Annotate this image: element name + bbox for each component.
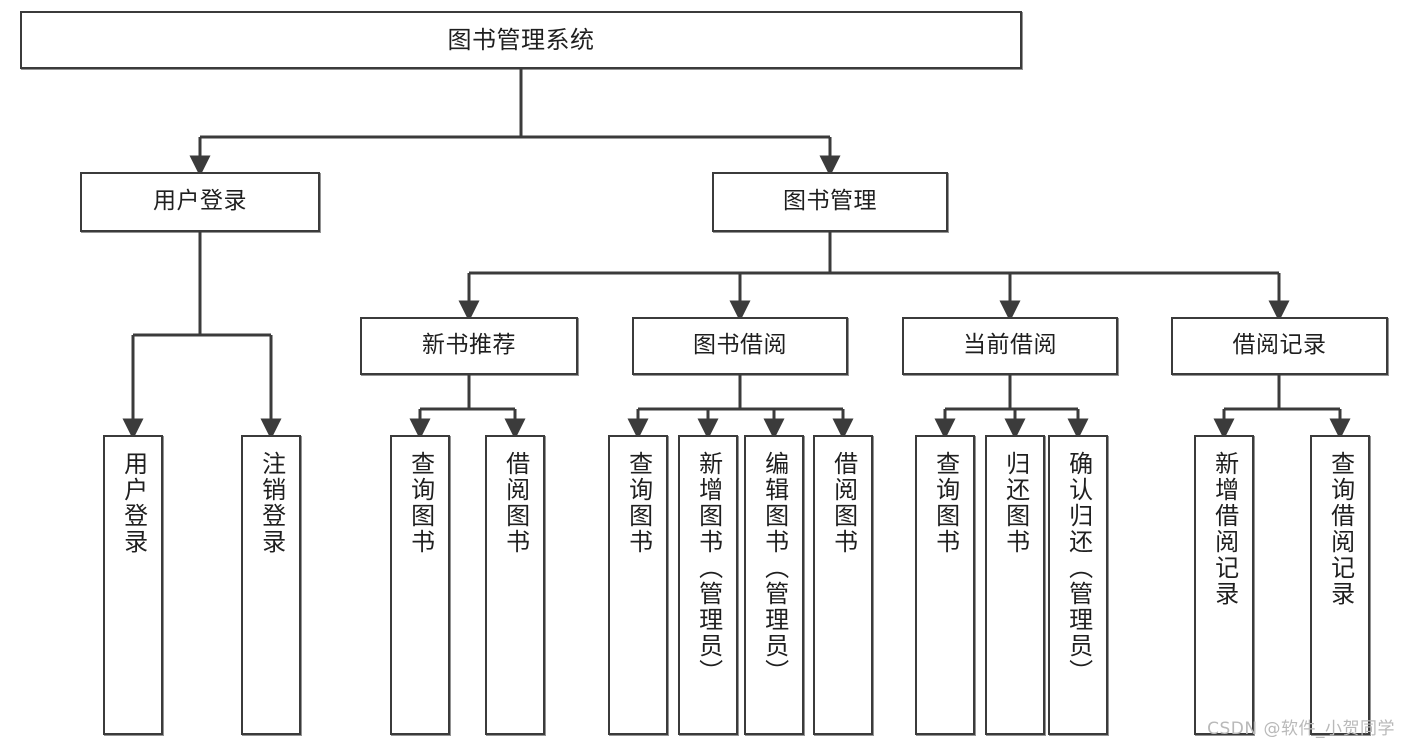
leaf-confirm-return-admin[interactable]: 确认归还（管理员） [1048,435,1108,735]
node-book-management-label: 图书管理 [783,188,877,215]
node-book-management[interactable]: 图书管理 [712,172,948,232]
leaf-return-book[interactable]: 归还图书 [985,435,1045,735]
node-root[interactable]: 图书管理系统 [20,11,1022,69]
node-current-borrow-label: 当前借阅 [963,332,1057,359]
leaf-query-book-current[interactable]: 查询图书 [915,435,975,735]
leaf-user-login-label: 用户登录 [119,451,148,555]
leaf-query-book-recommend-label: 查询图书 [406,451,435,555]
leaf-edit-book-admin-label: 编辑图书（管理员） [760,451,789,685]
leaf-return-book-label: 归还图书 [1001,451,1030,555]
node-new-book-recommend[interactable]: 新书推荐 [360,317,578,375]
leaf-add-borrow-record-label: 新增借阅记录 [1210,451,1239,607]
node-user-login[interactable]: 用户登录 [80,172,320,232]
leaf-query-borrow-record[interactable]: 查询借阅记录 [1310,435,1370,735]
leaf-add-book-admin-label: 新增图书（管理员） [694,451,723,685]
leaf-query-book-label: 查询图书 [624,451,653,555]
leaf-borrow-book-label: 借阅图书 [829,451,858,555]
node-root-label: 图书管理系统 [447,25,595,54]
leaf-add-borrow-record[interactable]: 新增借阅记录 [1194,435,1254,735]
node-borrow-record[interactable]: 借阅记录 [1171,317,1388,375]
watermark-text: CSDN @软件_小贺同学 [1207,719,1395,739]
leaf-add-book-admin[interactable]: 新增图书（管理员） [678,435,738,735]
leaf-logout[interactable]: 注销登录 [241,435,301,735]
leaf-confirm-return-admin-label: 确认归还（管理员） [1064,451,1093,685]
leaf-user-login[interactable]: 用户登录 [103,435,163,735]
leaf-edit-book-admin[interactable]: 编辑图书（管理员） [744,435,804,735]
leaf-query-borrow-record-label: 查询借阅记录 [1326,451,1355,607]
node-new-book-recommend-label: 新书推荐 [422,332,516,359]
leaf-query-book-current-label: 查询图书 [931,451,960,555]
leaf-borrow-book-recommend[interactable]: 借阅图书 [485,435,545,735]
node-book-borrow[interactable]: 图书借阅 [632,317,848,375]
leaf-query-book-recommend[interactable]: 查询图书 [390,435,450,735]
node-borrow-record-label: 借阅记录 [1232,332,1327,359]
leaf-query-book[interactable]: 查询图书 [608,435,668,735]
node-user-login-label: 用户登录 [153,188,247,215]
leaf-borrow-book-recommend-label: 借阅图书 [501,451,530,555]
node-current-borrow[interactable]: 当前借阅 [902,317,1118,375]
node-book-borrow-label: 图书借阅 [693,332,787,359]
leaf-logout-label: 注销登录 [257,451,286,555]
leaf-borrow-book[interactable]: 借阅图书 [813,435,873,735]
